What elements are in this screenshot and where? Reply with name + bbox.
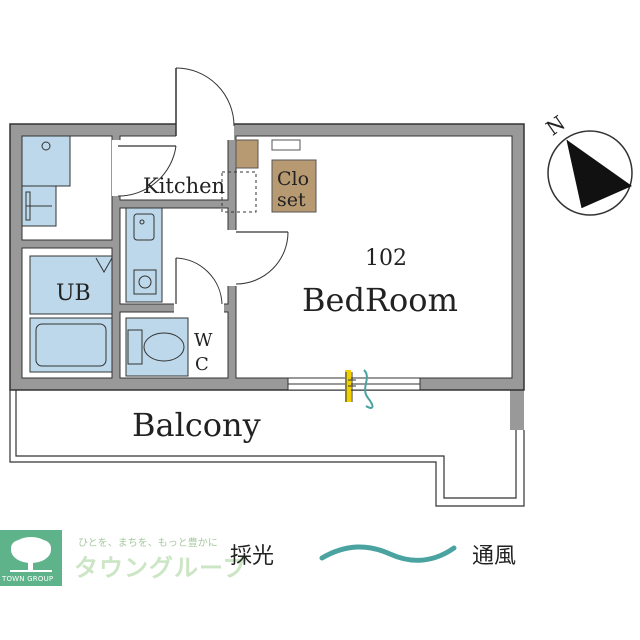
unit-bath [29,255,113,373]
daylight-legend-label: 採光 [230,544,275,569]
entry-fixtures [235,139,301,169]
kitchen-counter [125,207,163,303]
toilet [125,317,189,377]
washing-area [21,135,71,227]
bathroom-door [112,140,177,197]
closet [271,159,317,213]
bedroom-door [226,230,289,286]
wc-door [174,257,224,314]
floor-plan: Kitchen Clo set 102 BedRoom UB W C Balco… [9,67,633,507]
kitchen-label: Kitchen [143,174,225,198]
closet-label-line2: set [277,189,306,211]
closet-label-line1: Clo [277,168,309,190]
compass-north-label: N [541,111,569,141]
wc-label-line1: W [194,330,213,351]
refrigerator-space [221,171,257,213]
bedroom-label: BedRoom [302,281,458,319]
logo-brand: タウングループ [74,554,248,582]
tree-icon [10,537,52,572]
kitchen-door [175,67,235,140]
balcony-outline [9,390,525,507]
logo-tagline: ひとを、まちを、もっと豊かに [78,538,218,549]
ub-label: UB [56,281,91,306]
logo-caption: TOWN GROUP [2,575,54,583]
outer-walls [9,123,525,430]
balcony-label: Balcony [132,406,261,444]
room-number: 102 [365,246,407,271]
ventilation-legend-wave [319,544,457,563]
ventilation-mark [363,369,374,409]
ventilation-legend-label: 通風 [472,544,517,569]
bedroom-window [287,377,421,391]
wc-label-line2: C [195,354,209,375]
daylight-mark [345,370,356,402]
town-group-logo [0,530,62,586]
compass: N [541,111,633,216]
